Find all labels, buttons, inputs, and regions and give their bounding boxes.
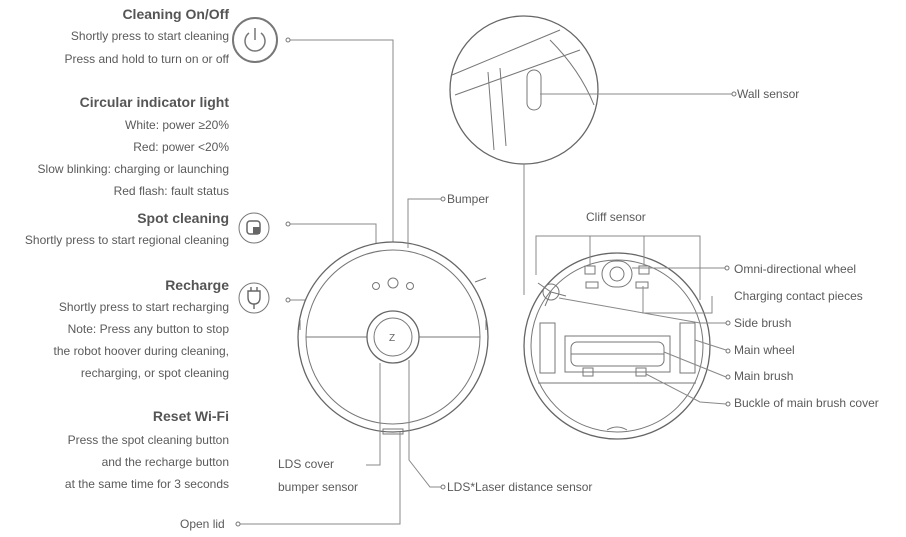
wifi-line2: and the recharge button (101, 455, 229, 469)
recharge-line3: the robot hoover during cleaning, (53, 344, 229, 358)
indicator-line4: Red flash: fault status (113, 184, 229, 198)
charging-contacts-label: Charging contact pieces (734, 289, 863, 303)
lds-cover-label: LDS cover (278, 457, 335, 471)
buckle-label: Buckle of main brush cover (734, 396, 879, 410)
bumper-sensor-label: bumper sensor (278, 480, 359, 494)
wall-sensor-label: Wall sensor (737, 87, 800, 101)
main-brush-label: Main brush (734, 369, 794, 383)
indicator-title: Circular indicator light (79, 94, 229, 110)
recharge-line4: recharging, or spot cleaning (80, 366, 229, 380)
robot-top-view: Z (297, 241, 489, 435)
plug-icon (238, 282, 270, 314)
indicator-line2: Red: power <20% (133, 140, 229, 154)
cleaning-line2: Press and hold to turn on or off (64, 52, 229, 66)
cleaning-line1: Shortly press to start cleaning (70, 29, 229, 43)
side-brush-label: Side brush (734, 316, 792, 330)
spot-title: Spot cleaning (137, 210, 229, 226)
cliff-sensor-label: Cliff sensor (586, 210, 646, 224)
power-icon (232, 17, 278, 63)
spot-cleaning-icon (238, 212, 270, 244)
wifi-line1: Press the spot cleaning button (67, 433, 229, 447)
recharge-line2: Note: Press any button to stop (67, 322, 229, 336)
indicator-line3: Slow blinking: charging or launching (37, 162, 229, 176)
cleaning-title: Cleaning On/Off (122, 6, 229, 22)
indicator-line1: White: power ≥20% (125, 118, 229, 132)
recharge-line1: Shortly press to start recharging (58, 300, 229, 314)
spot-line1: Shortly press to start regional cleaning (24, 233, 229, 247)
wifi-title: Reset Wi-Fi (152, 408, 229, 424)
omni-wheel-label: Omni-directional wheel (734, 262, 857, 276)
wall-sensor-magnifier (449, 15, 737, 295)
svg-text:Z: Z (389, 333, 395, 344)
main-wheel-label: Main wheel (734, 343, 795, 357)
lds-label: LDS*Laser distance sensor (447, 480, 593, 494)
open-lid-label: Open lid (180, 517, 225, 531)
wifi-line3: at the same time for 3 seconds (64, 477, 229, 491)
recharge-title: Recharge (165, 277, 229, 293)
robot-bottom-view (523, 252, 711, 440)
bumper-label: Bumper (447, 192, 490, 206)
